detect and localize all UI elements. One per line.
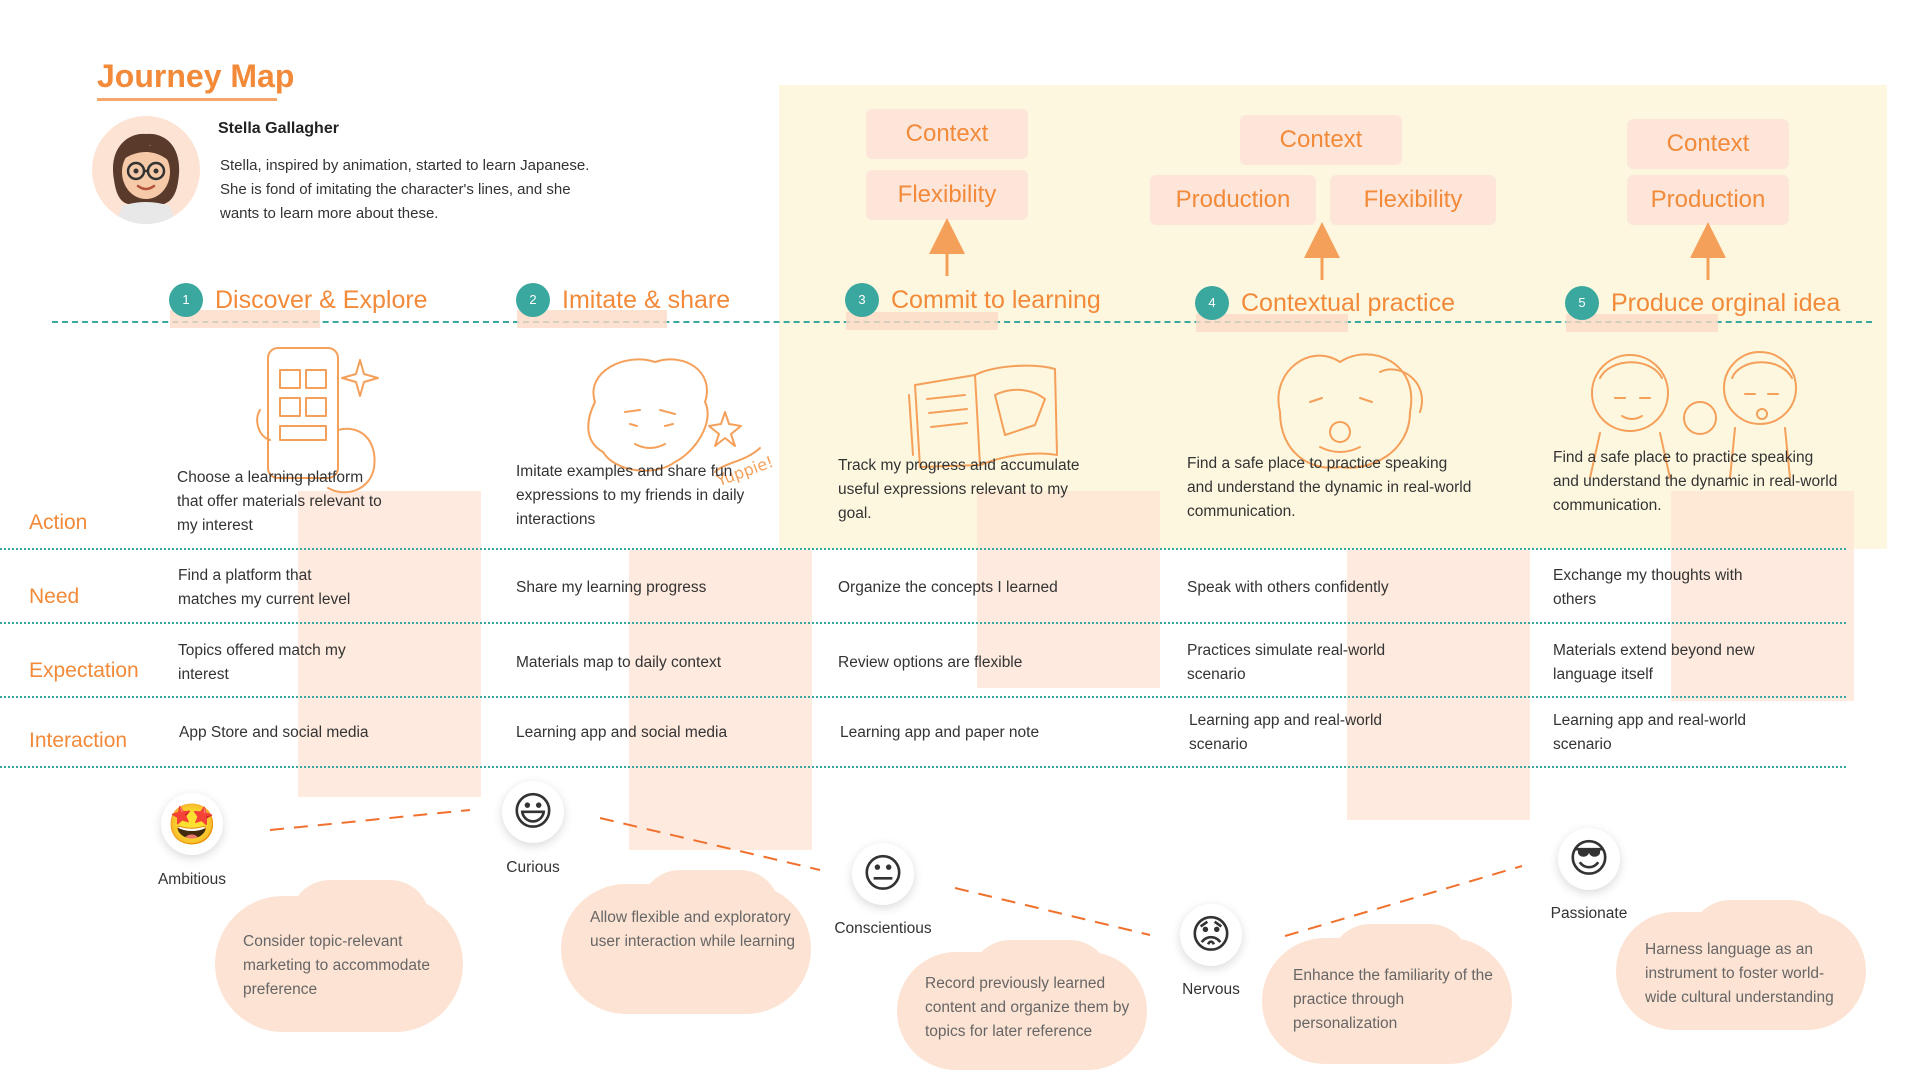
- interaction-cell-2: Learning app and social media: [516, 724, 728, 741]
- opportunity-text-3: Record previously learned content and or…: [925, 975, 1130, 1040]
- tag-flexibility-stage4: Flexibility: [1330, 175, 1496, 225]
- emotion-label-curious: Curious: [506, 859, 560, 876]
- stage-underlay-4: [1196, 314, 1348, 332]
- phone-sketch-icon: [256, 347, 379, 494]
- notebook-sketch-icon: [908, 364, 1058, 468]
- action-cell-1: Choose a learning platform that offer ma…: [177, 469, 382, 534]
- stage-5: 5 Produce orginal idea: [1565, 283, 1840, 323]
- stage-1: 1 Discover & Explore: [169, 280, 428, 320]
- stage-number: 2: [516, 283, 550, 317]
- emotion-label-passionate: Passionate: [1550, 905, 1628, 922]
- stage-title: Contextual practice: [1241, 288, 1456, 317]
- emotion-passionate-icon: 😎: [1558, 828, 1620, 890]
- stage-underlay-2: [517, 310, 667, 328]
- need-cell-5: Exchange my thoughts with others: [1553, 567, 1743, 608]
- peach-column-3: [977, 491, 1160, 688]
- row-label-interaction: Interaction: [29, 729, 128, 752]
- row-label-expectation: Expectation: [29, 659, 139, 682]
- opportunity-cloud-5-bump: [1690, 900, 1830, 980]
- pets-sketch-icon: [1277, 353, 1423, 469]
- emotion-connector-1: [269, 809, 471, 831]
- emotion-ambitious-icon: 🤩: [161, 793, 223, 855]
- tag-context-stage4: Context: [1240, 115, 1402, 165]
- stage-underlay-3: [846, 312, 998, 330]
- tag-flexibility-stage3: Flexibility: [866, 170, 1028, 220]
- emotion-label-conscientious: Conscientious: [834, 920, 932, 937]
- stage-3: 3 Commit to learning: [845, 280, 1101, 320]
- page-title: Journey Map: [97, 58, 295, 94]
- peach-column-4: [1347, 550, 1530, 820]
- row-separator-action: [0, 548, 1846, 550]
- stage-number: 5: [1565, 286, 1599, 320]
- need-cell-2: Share my learning progress: [516, 579, 707, 596]
- stage-title: Imitate & share: [562, 285, 731, 314]
- opportunity-text-1: Consider topic-relevant marketing to acc…: [243, 933, 430, 998]
- character-sketch-icon: Yuppie!: [587, 358, 775, 490]
- stage-title: Produce orginal idea: [1611, 288, 1841, 317]
- stage-title: Commit to learning: [891, 285, 1101, 314]
- row-separator-interaction: [0, 766, 1846, 768]
- opportunity-cloud-3-bump: [970, 940, 1110, 1020]
- action-cell-3: Track my progress and accumulate useful …: [838, 457, 1080, 522]
- emotion-conscientious-icon: 😐: [852, 843, 914, 905]
- row-separator-expectation: [0, 696, 1846, 698]
- action-cell-4: Find a safe place to practice speaking a…: [1187, 455, 1472, 520]
- interaction-cell-1: App Store and social media: [179, 724, 369, 741]
- tag-production-stage5: Production: [1627, 175, 1789, 225]
- avatar-icon: [112, 133, 180, 224]
- need-cell-4: Speak with others confidently: [1187, 579, 1389, 596]
- peach-column-1: [298, 491, 481, 797]
- friends-sketch-icon: [1589, 351, 1797, 479]
- interaction-cell-4: Learning app and real-world scenario: [1189, 712, 1383, 753]
- row-label-action: Action: [29, 511, 88, 534]
- opportunity-cloud-2-bump: [640, 870, 780, 950]
- tag-context-stage5: Context: [1627, 119, 1789, 169]
- stage-number: 4: [1195, 286, 1229, 320]
- emotion-curious-icon: 😃: [502, 781, 564, 843]
- stage-title: Discover & Explore: [215, 285, 428, 314]
- opportunity-cloud-4-bump: [1330, 924, 1470, 1004]
- stage-underlay-5: [1566, 314, 1718, 332]
- title-underline: [97, 98, 277, 101]
- expectation-cell-5: Materials extend beyond new language its…: [1553, 642, 1755, 683]
- opportunity-text-2: Allow flexible and exploratory user inte…: [590, 909, 796, 950]
- row-label-need: Need: [29, 585, 80, 608]
- expectation-cell-4: Practices simulate real-world scenario: [1187, 642, 1386, 683]
- stage-underlay-1: [170, 310, 320, 328]
- avatar: [92, 116, 200, 224]
- expectation-cell-1: Topics offered match my interest: [178, 642, 346, 683]
- opportunity-text-4: Enhance the familiarity of the practice …: [1293, 967, 1493, 1032]
- emotion-nervous-icon: 😟: [1180, 904, 1242, 966]
- expectation-cell-3: Review options are flexible: [838, 654, 1023, 671]
- stage-number: 1: [169, 283, 203, 317]
- stage-2: 2 Imitate & share: [516, 280, 730, 320]
- action-cell-5: Find a safe place to practice speaking a…: [1553, 449, 1838, 514]
- interaction-cell-3: Learning app and paper note: [840, 724, 1040, 741]
- need-cell-1: Find a platform that matches my current …: [178, 567, 351, 608]
- opportunity-text-5: Harness language as an instrument to fos…: [1645, 941, 1834, 1006]
- stage-4: 4 Contextual practice: [1195, 283, 1455, 323]
- row-separator-need: [0, 622, 1846, 624]
- tag-production-stage4: Production: [1150, 175, 1316, 225]
- action-cell-2: Imitate examples and share fun expressio…: [516, 463, 745, 528]
- need-cell-3: Organize the concepts I learned: [838, 579, 1058, 596]
- emotion-label-nervous: Nervous: [1182, 981, 1240, 998]
- opportunity-cloud-1-bump: [290, 880, 430, 960]
- emotion-connector-3: [954, 887, 1151, 936]
- interaction-cell-5: Learning app and real-world scenario: [1553, 712, 1747, 753]
- peach-column-5: [1671, 491, 1854, 701]
- peach-column-2: [629, 550, 812, 850]
- emotion-label-ambitious: Ambitious: [157, 871, 227, 888]
- persona-name: Stella Gallagher: [218, 120, 339, 137]
- stage-number: 3: [845, 283, 879, 317]
- persona-bio: Stella, inspired by animation, started t…: [220, 157, 590, 222]
- tag-context-stage3: Context: [866, 109, 1028, 159]
- expectation-cell-2: Materials map to daily context: [516, 654, 722, 671]
